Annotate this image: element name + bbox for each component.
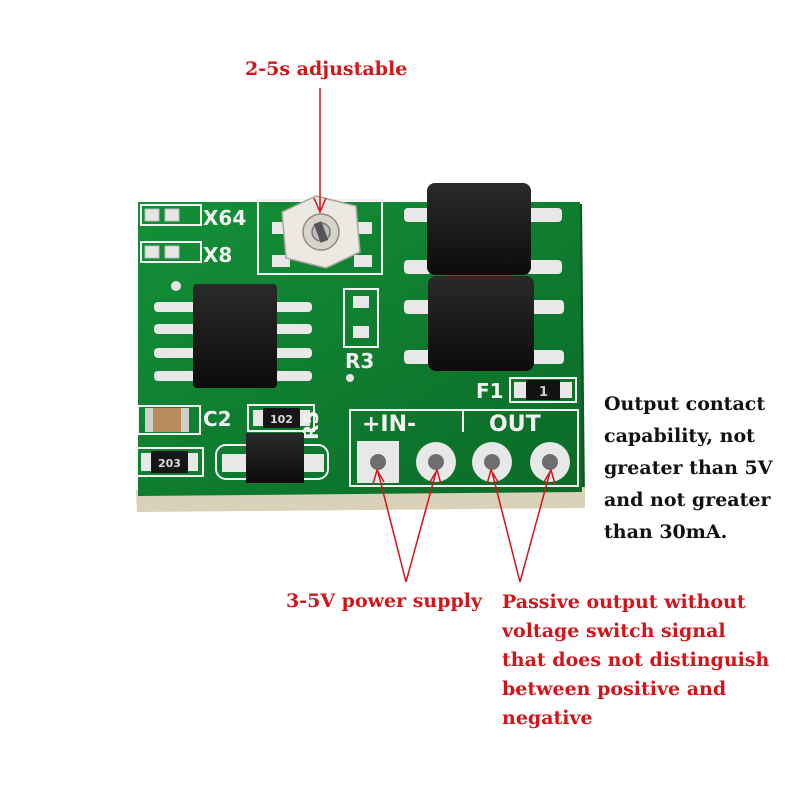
resistor-203 [136,447,204,477]
silk-in: +IN- [362,412,416,437]
silk-f1: F1 [476,379,504,403]
silk-c2: C2 [203,407,232,431]
silk-out: OUT [489,412,541,437]
resistor-102-marking: 102 [270,413,293,426]
fuse-f1 [509,377,577,403]
power-supply-label: 3-5V power supply [286,590,483,612]
output-contact-label: Output contact capability, not greater t… [604,393,773,543]
potentiometer-label: 2-5s adjustable [245,58,408,80]
connector-header [349,409,579,487]
silk-r3: R3 [345,349,374,373]
resistor-102 [247,404,315,432]
ic-chip-soic8 [154,281,312,388]
jumper-pads-x64 [140,204,202,226]
r3-footprint [343,288,379,382]
resistor-203-marking: 203 [158,457,181,470]
jumper-pads-x8 [140,241,202,263]
fuse-marking: 1 [539,385,548,400]
capacitor-c2 [137,405,201,435]
relay-chip-top [404,183,562,275]
transistor-sot [215,433,329,483]
passive-output-label: Passive output without voltage switch si… [502,591,770,729]
silk-x64: X64 [203,206,246,230]
arrows-to-power-pins [372,468,442,583]
relay-chip-bottom [404,276,564,371]
potentiometer [257,195,383,275]
silk-x8: X8 [203,243,232,267]
arrow-to-potentiometer [313,88,327,214]
arrows-to-output-pins [486,468,556,583]
